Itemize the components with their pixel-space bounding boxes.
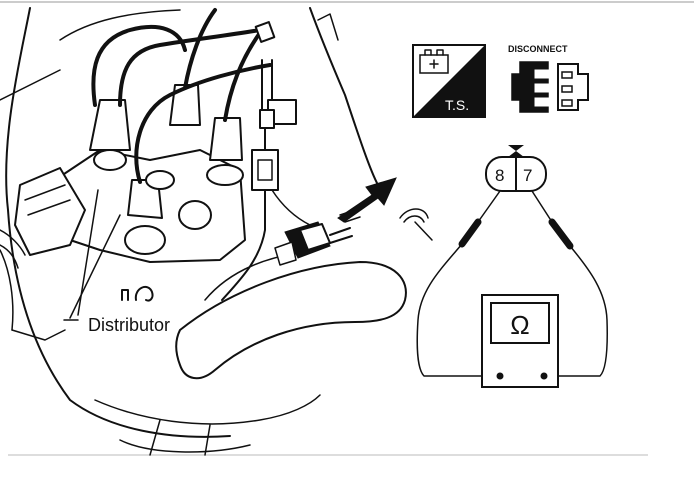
plug-boot-1 [89, 99, 131, 151]
ignition-wire-3 [183, 8, 217, 90]
housing-outline-left [5, 7, 231, 438]
disconnect-arrow [337, 177, 397, 223]
leader-line-2 [69, 214, 121, 319]
wire-clip [254, 21, 276, 43]
distributor-label: Distributor [88, 315, 170, 335]
engine-illustration [0, 7, 433, 456]
ohmmeter-icon [481, 294, 559, 388]
module-ribs [24, 184, 71, 216]
ts-badge-icon [412, 44, 486, 118]
housing-notch [317, 13, 339, 41]
connector-face-icon [485, 145, 547, 192]
harness-connector-mid [251, 149, 279, 191]
base-struts [149, 419, 211, 456]
ignition-wire-4 [223, 28, 264, 122]
ignition-wire-5 [134, 63, 272, 184]
ohm-symbol: Ω [510, 310, 529, 340]
pin-7-label: 7 [523, 166, 532, 185]
housing-inner-left [0, 69, 61, 101]
plug-boot-1-base [93, 149, 127, 171]
ts-label: T.S. [445, 97, 469, 113]
ignition-wire-1 [91, 24, 187, 107]
plug-boot-3-base [206, 164, 244, 186]
lower-housing-curve [94, 394, 321, 425]
harness-coupler [259, 109, 275, 129]
coupler-wires [329, 227, 353, 244]
plug-boot-4-base [124, 225, 166, 255]
small-clip-icon [121, 285, 154, 302]
cap-nub [145, 170, 175, 190]
disconnect-connector-icon [511, 61, 589, 113]
connector-window [257, 159, 273, 181]
ground-symbol-icon [399, 208, 433, 241]
housing-outline-right [309, 7, 379, 186]
housing-bracket [11, 329, 66, 341]
distributor-side-module [14, 167, 86, 256]
disconnect-label: DISCONNECT [508, 44, 568, 54]
coupler-latch [274, 241, 297, 266]
pin-8-label: 8 [495, 166, 504, 185]
housing-lower-left [0, 249, 14, 331]
test-leads [416, 190, 608, 377]
ignition-wire-2 [118, 28, 262, 107]
lower-pipe [175, 261, 407, 380]
plug-boot-3 [209, 117, 243, 161]
module-cable [0, 229, 26, 269]
housing-inner-top [59, 9, 181, 41]
harness-branch [271, 189, 311, 226]
base-curve [119, 439, 251, 453]
cap-nub-2 [178, 200, 212, 230]
